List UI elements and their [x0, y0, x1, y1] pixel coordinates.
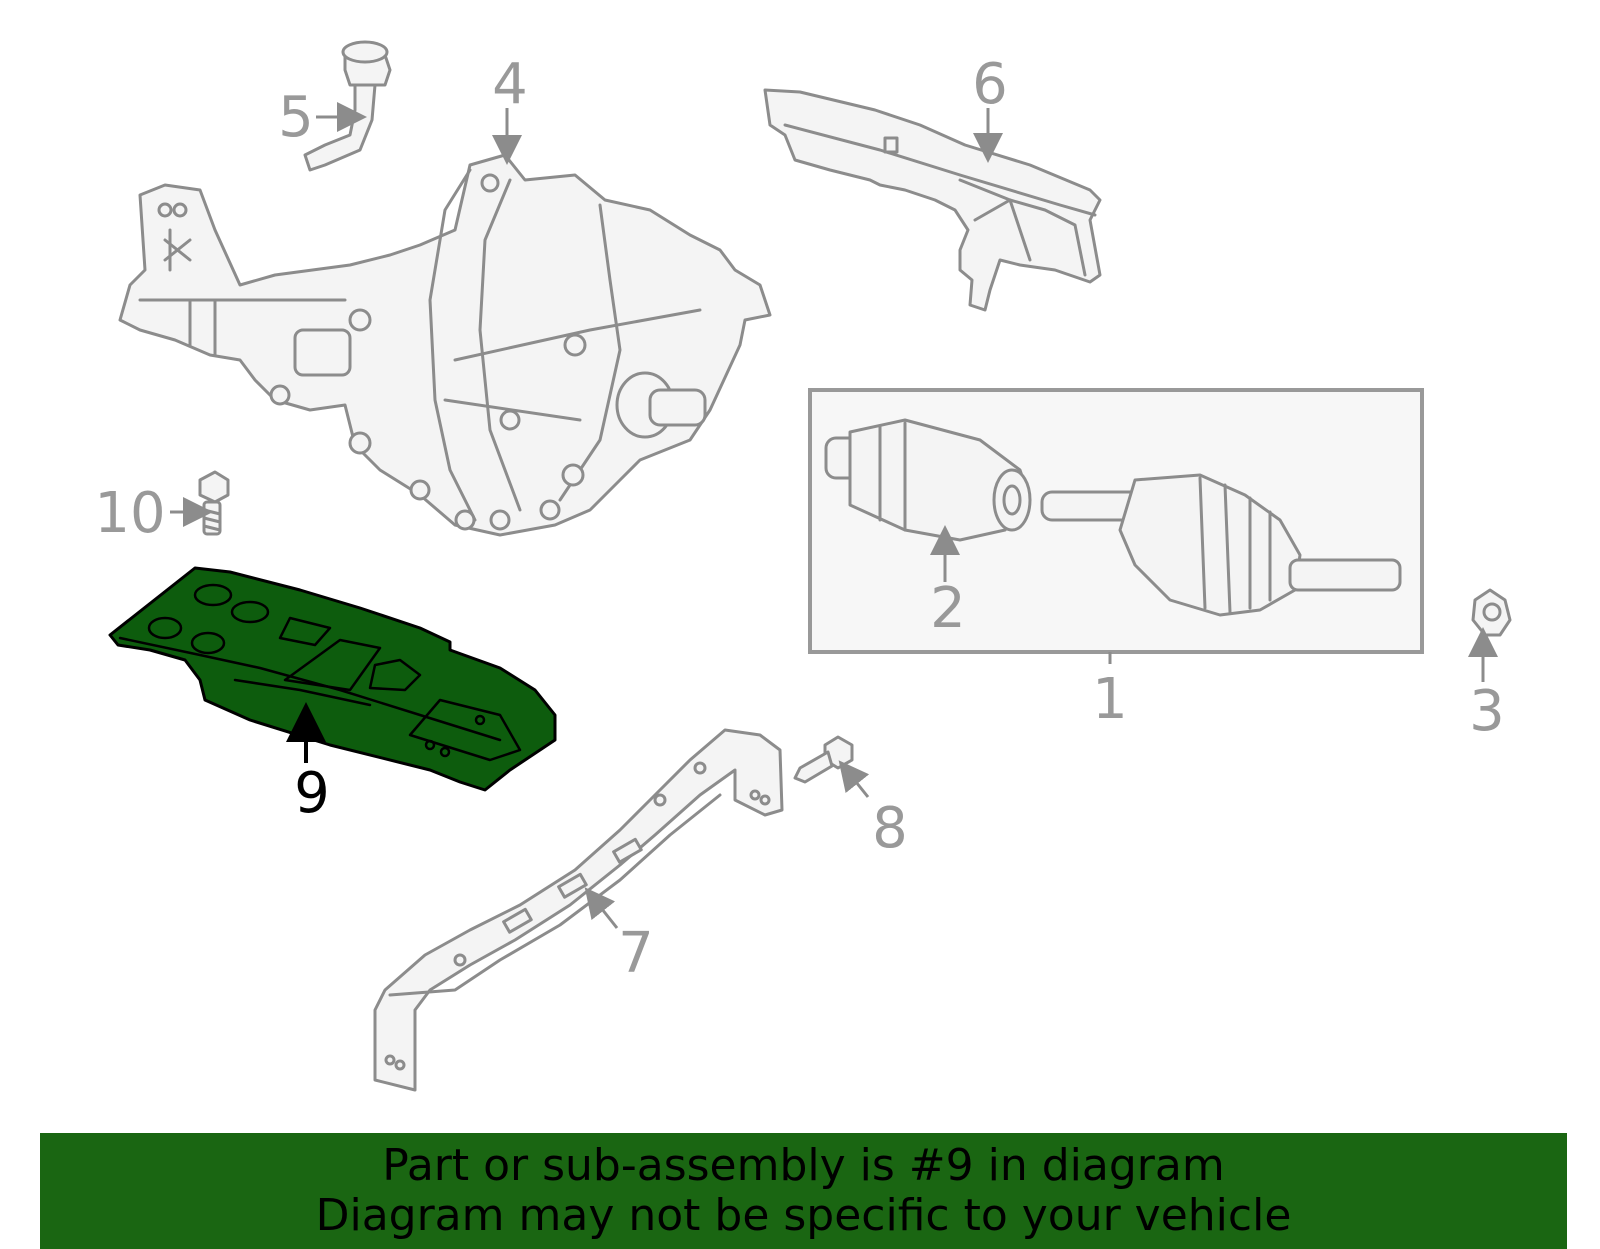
callout-7: 7	[618, 921, 654, 986]
part-10-bolt[interactable]	[198, 470, 230, 536]
callout-8: 8	[872, 796, 908, 861]
banner-line-disclaimer: Diagram may not be specific to your vehi…	[315, 1190, 1292, 1241]
part-4-differential-housing[interactable]	[118, 153, 772, 537]
part-1-axle-shaft-assembly-box[interactable]	[808, 388, 1424, 654]
callout-2: 2	[930, 576, 966, 641]
part-7-crossmember[interactable]	[373, 728, 784, 1092]
callout-5: 5	[278, 85, 314, 150]
callout-4: 4	[492, 52, 528, 117]
part-3-nut[interactable]	[1471, 588, 1512, 637]
callout-3: 3	[1469, 679, 1505, 744]
part-2-inner-cv-joint[interactable]	[824, 418, 1032, 542]
part-5-breather-hose[interactable]	[303, 40, 392, 172]
callout-9: 9	[294, 761, 330, 826]
callout-6: 6	[972, 52, 1008, 117]
callout-10: 10	[94, 481, 165, 546]
info-banner: Part or sub-assembly is #9 in diagram Di…	[40, 1133, 1567, 1249]
part-6-mounting-bracket[interactable]	[763, 88, 1102, 312]
callout-1: 1	[1092, 667, 1128, 732]
part-8-bolt[interactable]	[793, 735, 854, 784]
banner-line-part-number: Part or sub-assembly is #9 in diagram	[382, 1140, 1225, 1191]
part-9-skid-plate[interactable]	[108, 566, 557, 792]
